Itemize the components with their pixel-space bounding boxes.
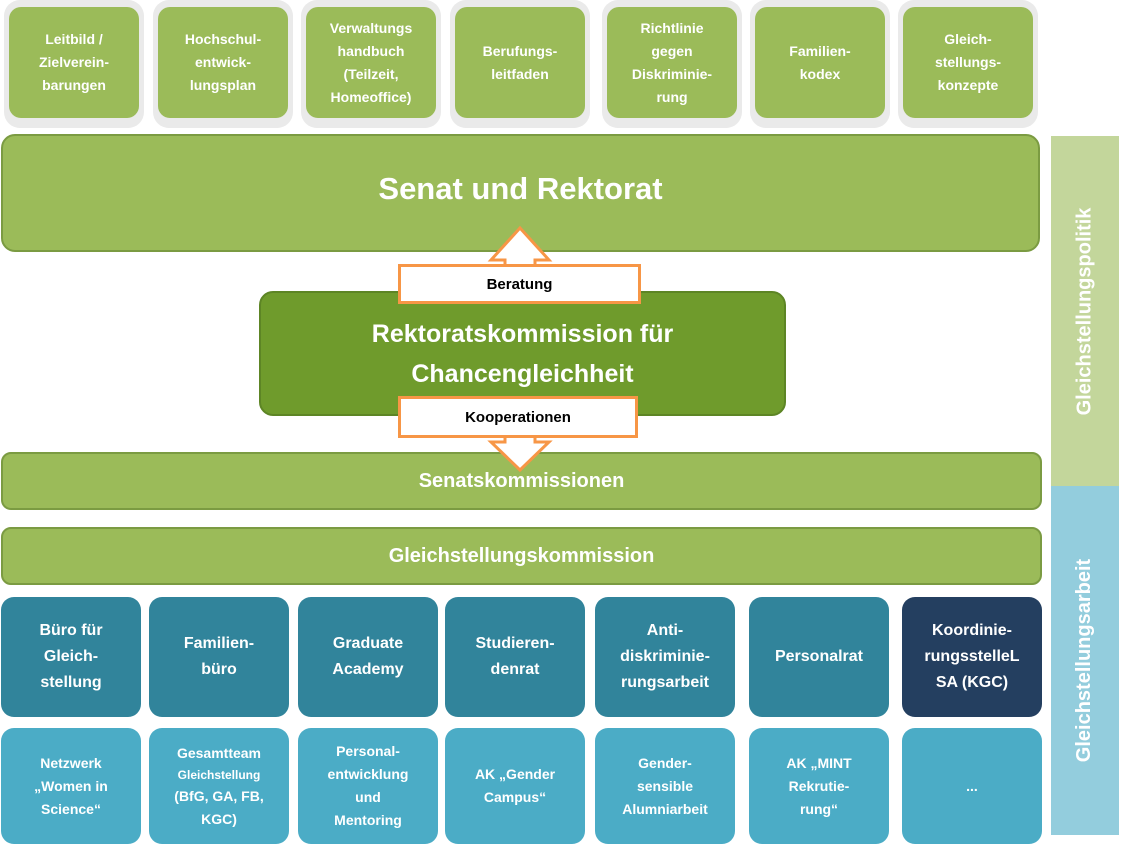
- mid-box-familienbuero: Familien- büro: [149, 597, 289, 717]
- side-label-arbeit: Gleichstellungsarbeit: [1051, 486, 1119, 835]
- senatskommissionen-label: Senatskommissionen: [418, 469, 625, 492]
- top-box-richtlinie: Richtlinie gegen Diskriminie- rung: [607, 7, 737, 118]
- side-label-politik-text: Gleichstellungspolitik: [1073, 207, 1096, 415]
- side-label-politik: Gleichstellungspolitik: [1051, 136, 1119, 486]
- low-box-alumniarbeit: Gender- sensible Alumniarbeit: [595, 728, 735, 844]
- top-box-hochschulentwicklungsplan: Hochschul- entwick- lungsplan: [158, 7, 288, 118]
- side-label-arbeit-text: Gleichstellungsarbeit: [1073, 558, 1096, 763]
- mid-box-personalrat: Personalrat: [749, 597, 889, 717]
- gleichstellungskommission-box: Gleichstellungskommission: [1, 527, 1042, 585]
- low-box-personalentwicklung: Personal- entwicklung und Mentoring: [298, 728, 438, 844]
- mid-box-koordinierungsstelle: Koordinie- rungsstelleL SA (KGC): [902, 597, 1042, 717]
- top-box-verwaltungshandbuch: Verwaltungs handbuch (Teilzeit, Homeoffi…: [306, 7, 436, 118]
- gleichstellungskommission-label: Gleichstellungskommission: [388, 544, 655, 567]
- top-box-familienkodex: Familien- kodex: [755, 7, 885, 118]
- mid-box-studierendenrat: Studieren- denrat: [445, 597, 585, 717]
- kooperationen-label: Kooperationen: [465, 408, 571, 426]
- low-box-women-in-science: Netzwerk „Women in Science“: [1, 728, 141, 844]
- low-box-gender-campus: AK „Gender Campus“: [445, 728, 585, 844]
- beratung-label: Beratung: [486, 275, 553, 293]
- mid-box-antidiskriminierung: Anti- diskriminie- rungsarbeit: [595, 597, 735, 717]
- mid-box-buero-gleichstellung: Büro für Gleich- stellung: [1, 597, 141, 717]
- rektoratskommission-label: Rektoratskommission für Chancengleichhei…: [371, 319, 674, 388]
- top-box-gleichstellungskonzepte: Gleich- stellungs- konzepte: [903, 7, 1033, 118]
- kooperationen-label-box: Kooperationen: [398, 396, 638, 438]
- low-box-gesamtteam: Gesamtteam Gleichstellung (BfG, GA, FB, …: [149, 728, 289, 844]
- gesamtteam-line1: Gesamtteam: [176, 744, 262, 761]
- beratung-label-box: Beratung: [398, 264, 641, 304]
- top-box-leitbild: Leitbild / Zielverein- barungen: [9, 7, 139, 118]
- mid-box-graduate-academy: Graduate Academy: [298, 597, 438, 717]
- low-box-more: ...: [902, 728, 1042, 844]
- top-box-berufungsleitfaden: Berufungs- leitfaden: [455, 7, 585, 118]
- gesamtteam-line3: (BfG, GA, FB, KGC): [174, 787, 264, 827]
- senat-rektorat-label: Senat und Rektorat: [378, 171, 663, 206]
- low-box-mint-rekrutierung: AK „MINT Rekrutie- rung“: [749, 728, 889, 844]
- gesamtteam-line2: Gleichstellung: [177, 767, 261, 782]
